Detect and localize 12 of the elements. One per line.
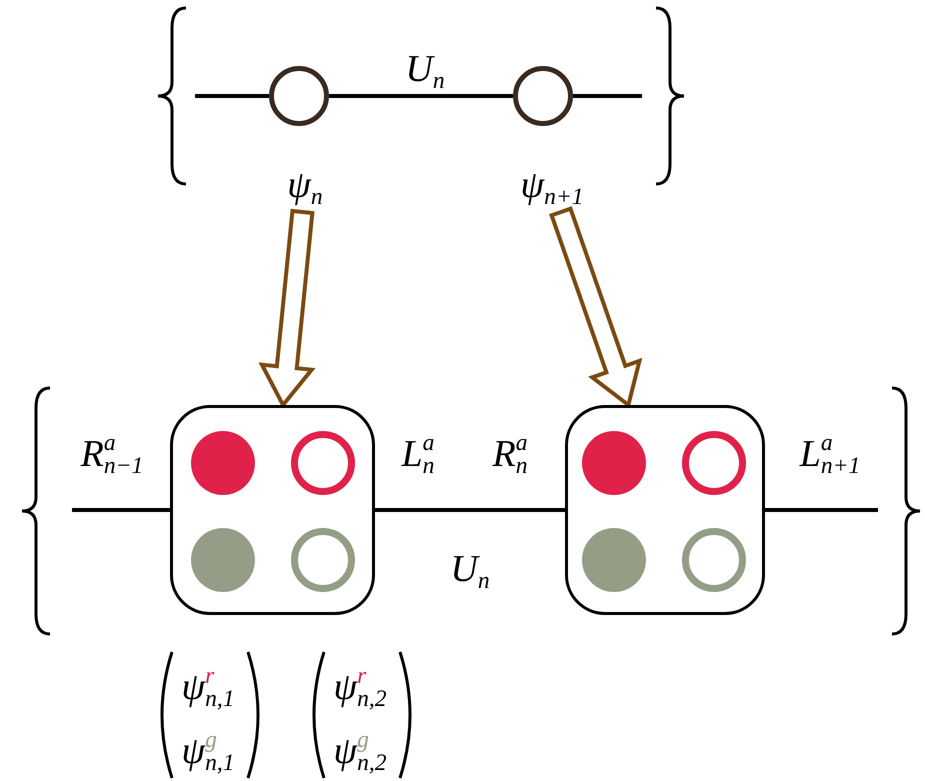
connector-line <box>375 508 565 512</box>
connector-line <box>765 508 878 512</box>
site-box <box>565 405 765 615</box>
math-label: ψ$_{n}$ <box>287 165 323 207</box>
edge-label: U$_{n}$ <box>405 49 445 91</box>
site-box <box>170 405 375 615</box>
connector-line <box>72 508 170 512</box>
connector-line <box>329 94 513 98</box>
connector-line <box>195 94 269 98</box>
edge-label: U$_{n}$ <box>450 549 490 591</box>
math-label: ψ$_{n+1}$ <box>520 165 584 207</box>
connector-line <box>573 94 642 98</box>
